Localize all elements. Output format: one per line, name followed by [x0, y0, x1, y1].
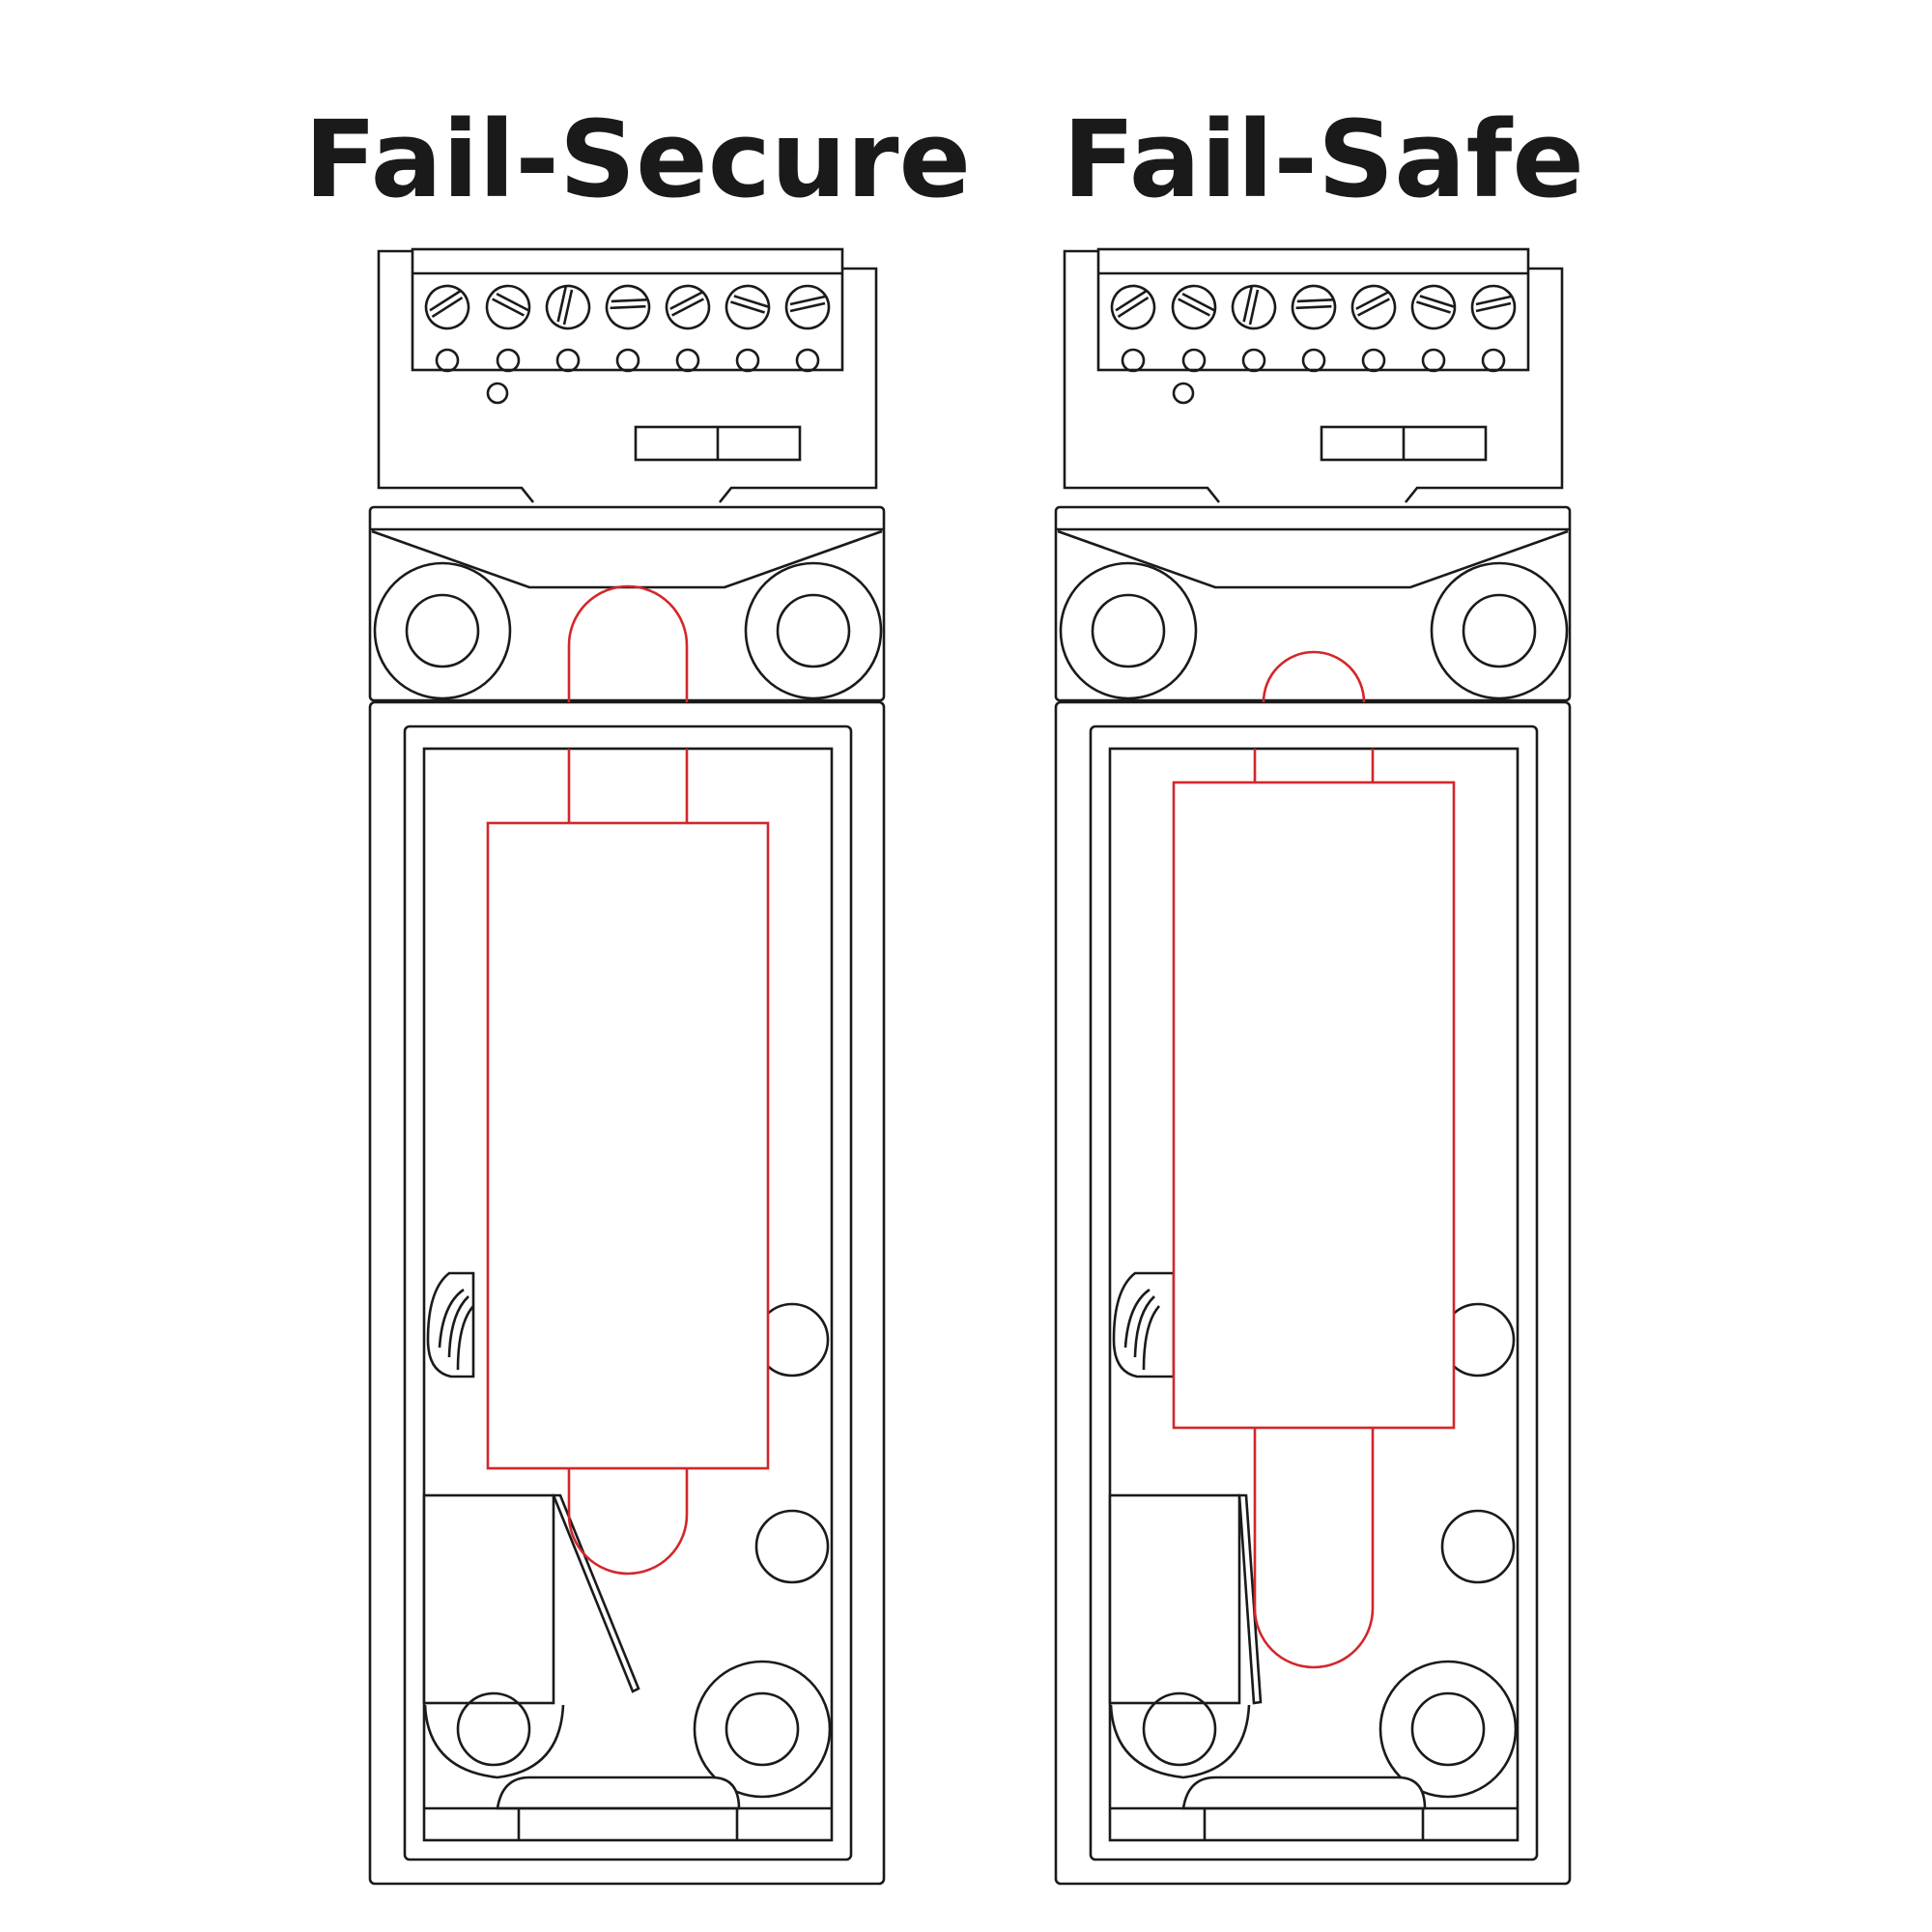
solenoid-fail-safe [1172, 650, 1456, 1669]
fail-secure-title: Fail-Secure [303, 98, 972, 221]
terminal-holes [1121, 348, 1506, 405]
terminal-holes [435, 348, 820, 405]
fail-secure-strike [368, 247, 886, 1886]
solenoid-coil [486, 821, 770, 1470]
terminal-block [377, 247, 878, 503]
plunger [567, 1468, 689, 1576]
latch-block [422, 1493, 555, 1705]
strike-body [1054, 700, 1572, 1886]
latch-block [1108, 1493, 1241, 1705]
solenoid-fail-secure [486, 584, 770, 1576]
top-mount [1054, 505, 1572, 702]
fail-safe-title: Fail-Safe [1063, 98, 1584, 221]
solenoid-coil [1172, 781, 1456, 1430]
fail-safe-strike [1054, 247, 1572, 1886]
terminal-screws [418, 275, 831, 339]
plunger [1253, 1428, 1375, 1669]
terminal-screws [1104, 275, 1517, 339]
strike-body [368, 700, 886, 1886]
terminal-block [1063, 247, 1564, 503]
top-mount [368, 505, 886, 702]
